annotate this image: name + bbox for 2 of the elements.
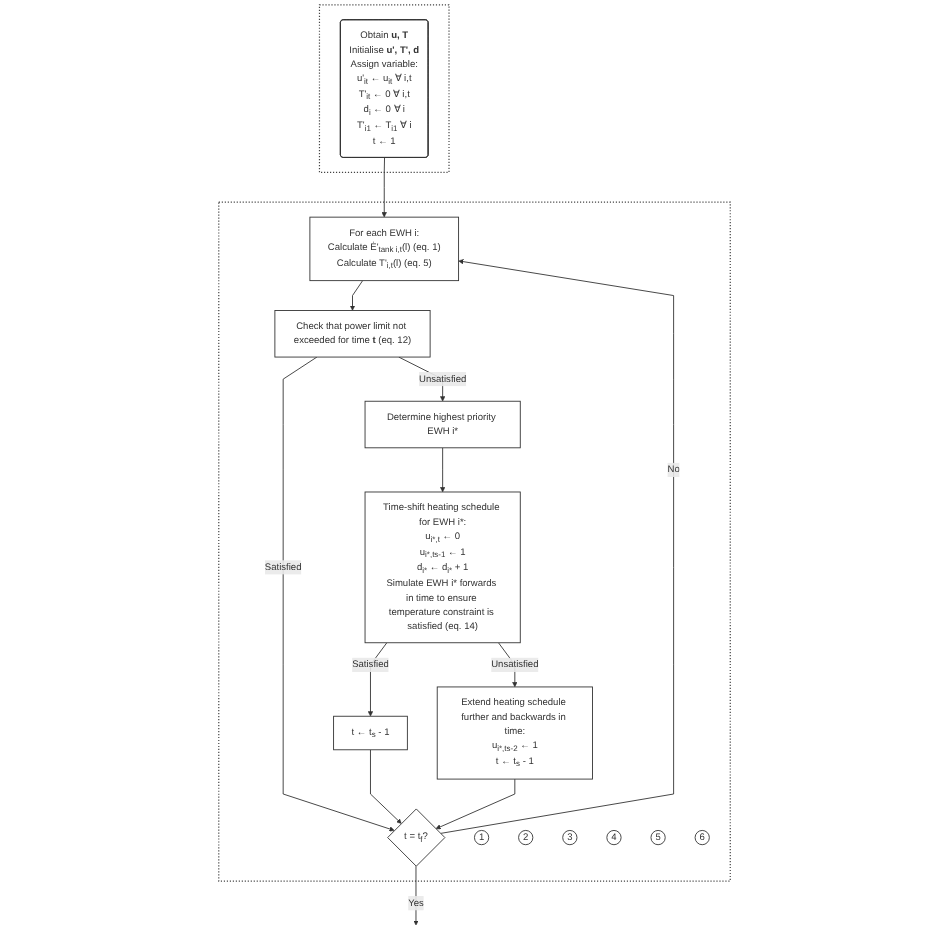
cluster bbox=[318, 4, 450, 173]
cluster bbox=[217, 201, 731, 882]
